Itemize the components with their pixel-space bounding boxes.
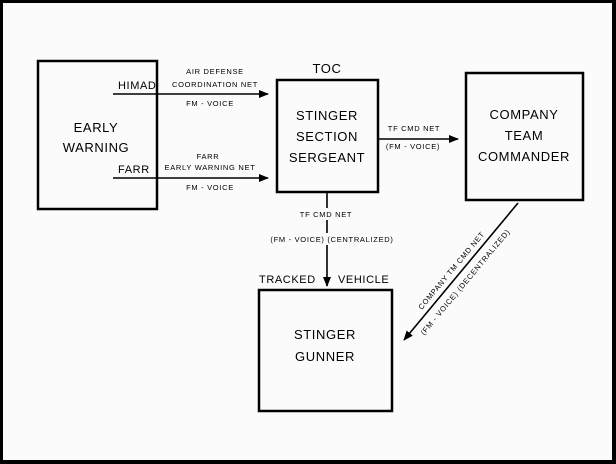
air-defense-label-1: AIR DEFENSE: [186, 67, 244, 76]
air-defense-label-2: COORDINATION NET: [172, 80, 258, 89]
farr-net-label-2: EARLY WARNING NET: [165, 163, 256, 172]
stinger-gunner-line-2: GUNNER: [295, 349, 355, 364]
farr-net-label-1: FARR: [197, 152, 220, 161]
company-cmd-label-2: (FM - VOICE) (DECENTRALIZED): [419, 227, 512, 336]
vehicle-label: VEHICLE: [338, 274, 389, 286]
early-warning-line-1: EARLY: [74, 120, 119, 135]
tracked-label: TRACKED: [259, 274, 316, 286]
farr-label: FARR: [118, 164, 150, 176]
toc-label: TOC: [312, 61, 341, 76]
company-team-line-2: TEAM: [505, 128, 544, 143]
early-warning-box: [36, 59, 159, 211]
company-team-line-3: COMMANDER: [478, 149, 570, 164]
stinger-gunner-line-1: STINGER: [294, 327, 356, 342]
stinger-gunner-box: [257, 288, 394, 413]
tf-cmd-down-label-2: (FM - VOICE) (CENTRALIZED): [270, 235, 393, 244]
company-team-box: [464, 71, 585, 202]
stinger-section-line-3: SERGEANT: [289, 150, 365, 165]
company-team-line-1: COMPANY: [490, 107, 559, 122]
stinger-section-line-1: STINGER: [296, 108, 358, 123]
tf-cmd-right-label-1: TF CMD NET: [388, 124, 440, 133]
farr-net-label-3: FM - VOICE: [186, 183, 234, 192]
tf-cmd-right-label-2: (FM - VOICE): [386, 142, 440, 151]
himad-label: HIMAD: [118, 80, 156, 92]
air-defense-label-3: FM - VOICE: [186, 99, 234, 108]
early-warning-line-2: WARNING: [63, 140, 130, 155]
company-cmd-arrow: [403, 202, 519, 341]
stinger-section-line-2: SECTION: [296, 129, 358, 144]
tf-cmd-down-label-1: TF CMD NET: [300, 210, 352, 219]
